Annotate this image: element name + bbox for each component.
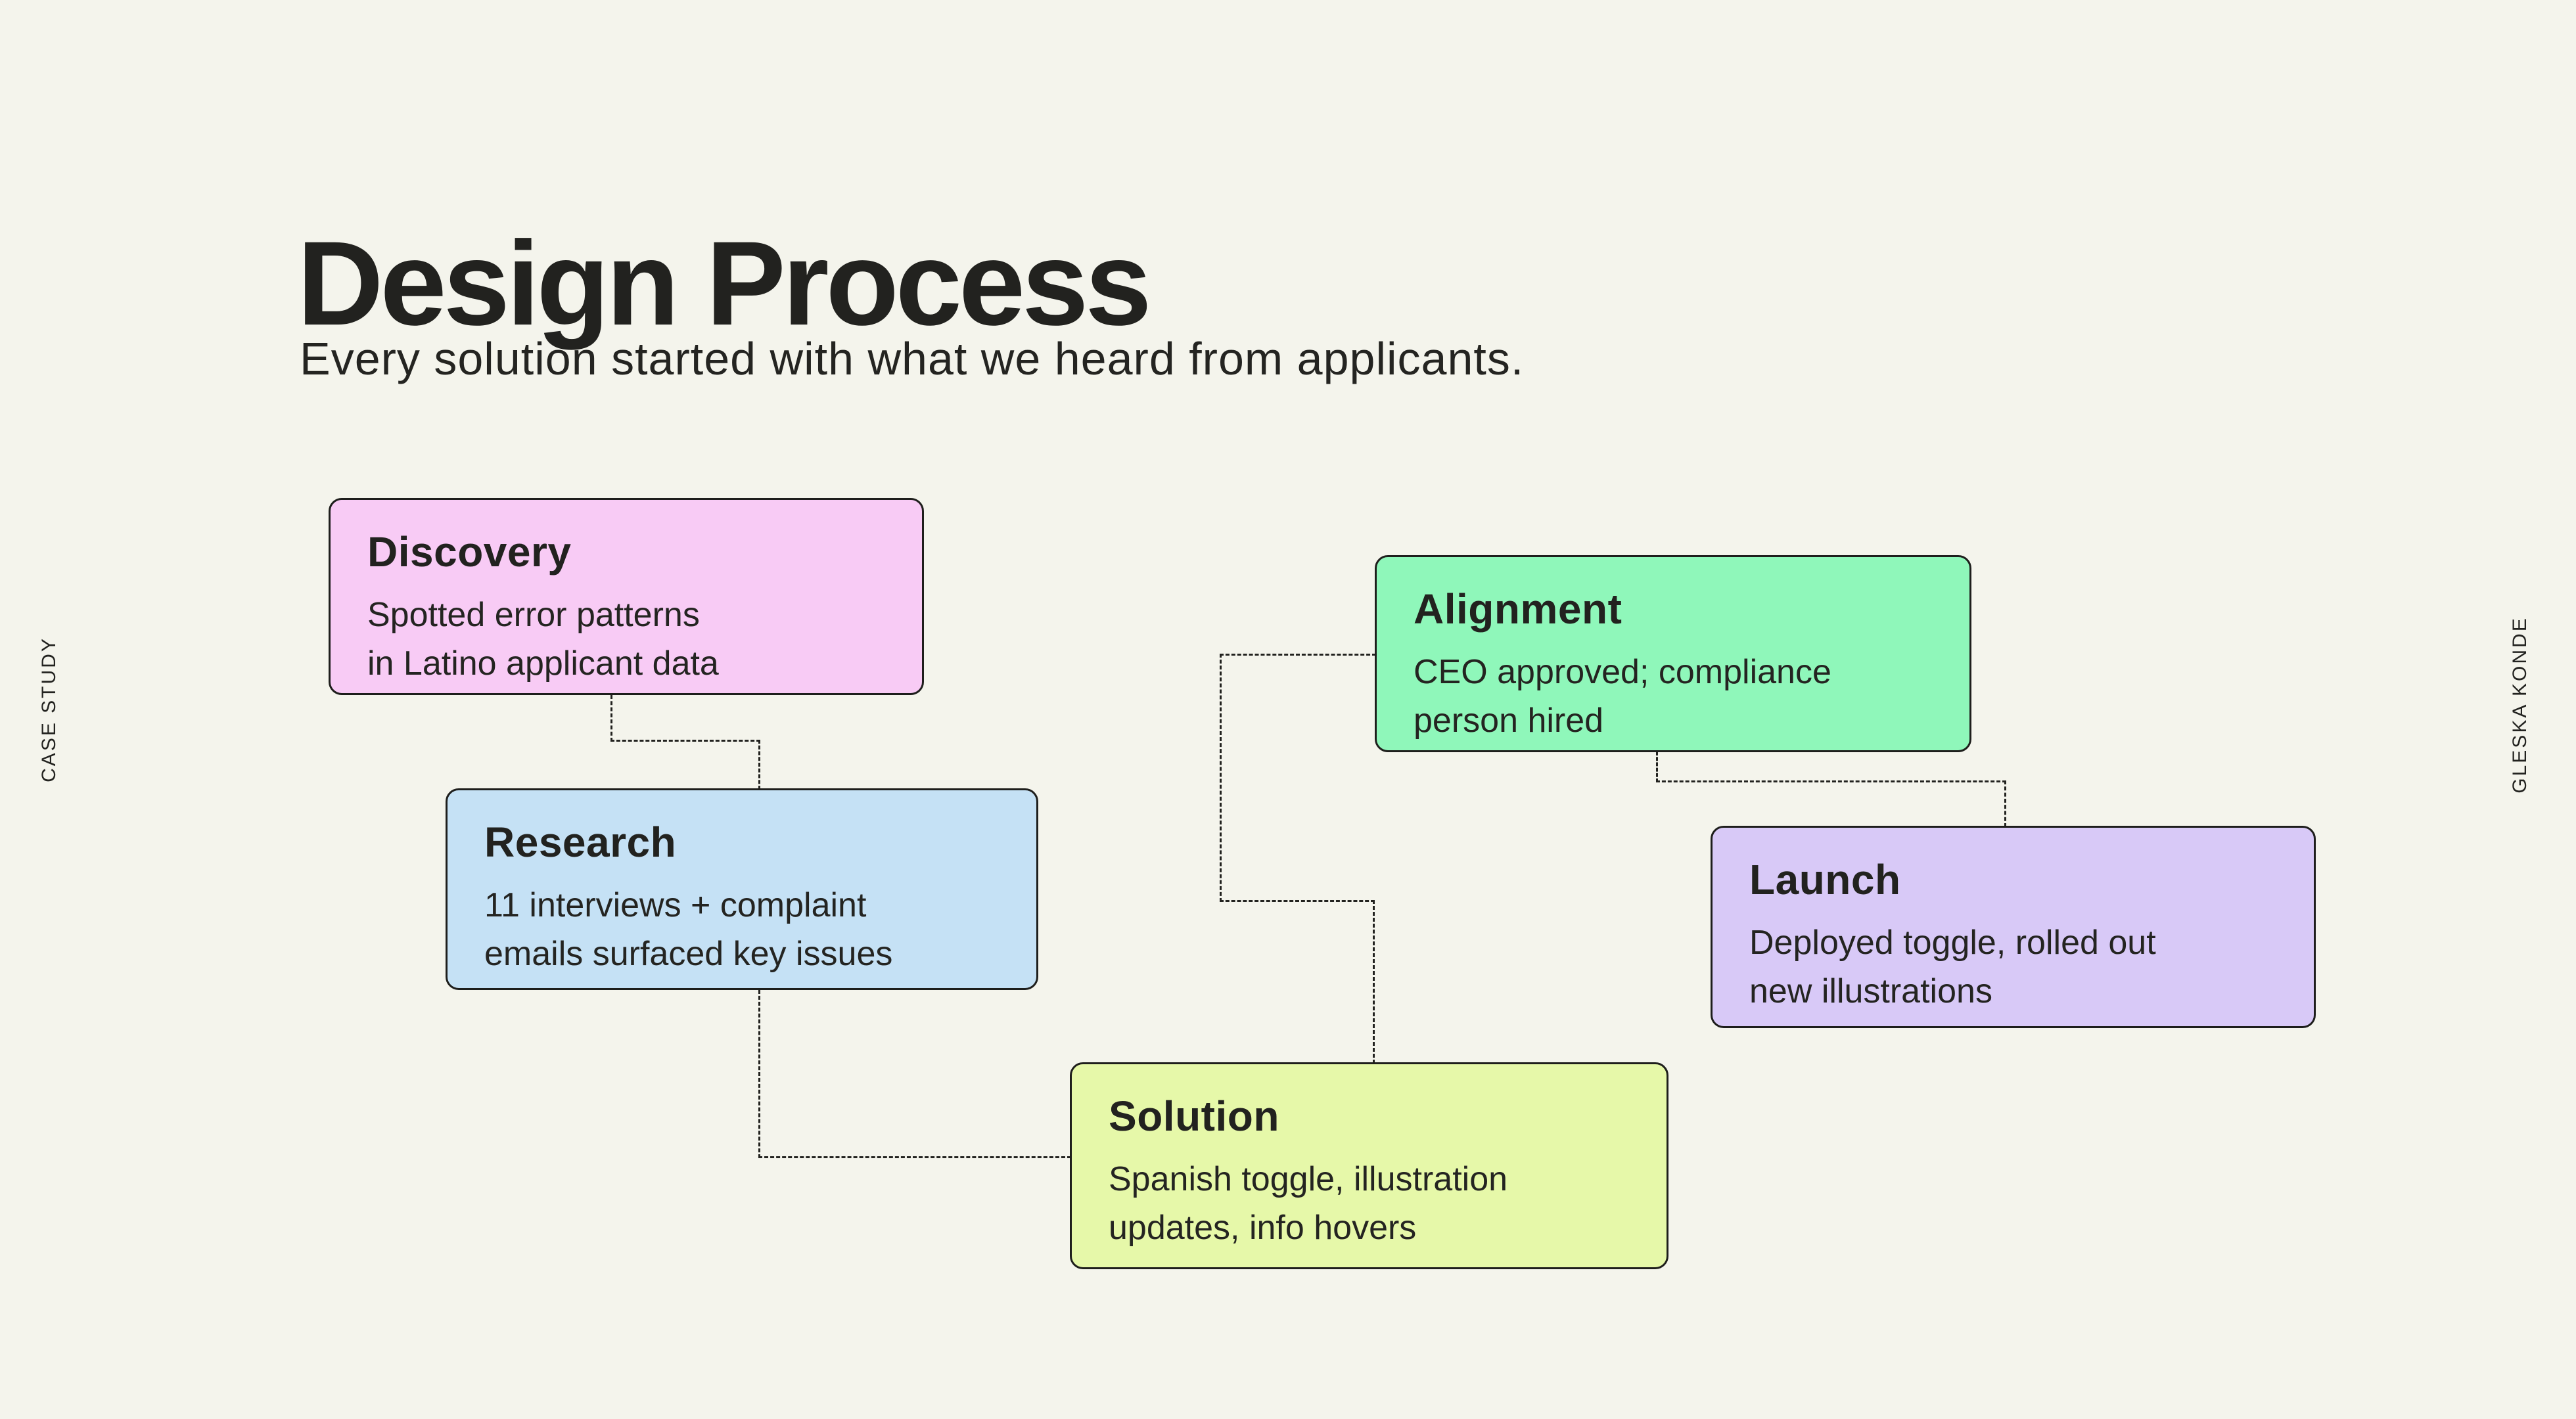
connector-solution-alignment-v2 bbox=[1373, 900, 1375, 1064]
card-research-title: Research bbox=[484, 819, 677, 866]
card-discovery-title: Discovery bbox=[367, 528, 572, 575]
connector-solution-alignment-h1 bbox=[1220, 654, 1376, 656]
card-launch-title: Launch bbox=[1749, 856, 1901, 903]
connector-discovery-research-v1 bbox=[610, 695, 612, 742]
connector-discovery-research-v2 bbox=[758, 740, 760, 790]
card-research: Research 11 interviews + complaint email… bbox=[446, 788, 1038, 990]
card-solution-body: Spanish toggle, illustration updates, in… bbox=[1109, 1160, 1508, 1247]
card-launch-body: Deployed toggle, rolled out new illustra… bbox=[1749, 924, 2156, 1010]
connector-research-solution-v bbox=[758, 990, 760, 1158]
connector-solution-alignment-v1 bbox=[1220, 654, 1222, 902]
connector-alignment-launch-v2 bbox=[2004, 780, 2006, 827]
page-title: Design Process bbox=[297, 215, 1152, 350]
connector-discovery-research-h bbox=[610, 740, 760, 742]
connector-alignment-launch-h bbox=[1656, 780, 2006, 782]
page-subtitle: Every solution started with what we hear… bbox=[300, 333, 1525, 384]
card-alignment: Alignment CEO approved; compliance perso… bbox=[1375, 555, 1971, 752]
side-label-author: GLESKA KONDE bbox=[2509, 616, 2531, 794]
card-discovery: Discovery Spotted error patterns in Lati… bbox=[329, 498, 924, 695]
card-research-body: 11 interviews + complaint emails surface… bbox=[484, 886, 893, 973]
card-alignment-body: CEO approved; compliance person hired bbox=[1414, 653, 1831, 740]
card-solution: Solution Spanish toggle, illustration up… bbox=[1070, 1062, 1668, 1269]
side-label-case-study: CASE STUDY bbox=[38, 637, 60, 782]
card-alignment-title: Alignment bbox=[1414, 585, 1622, 633]
connector-research-solution-h bbox=[758, 1156, 1071, 1158]
connector-alignment-launch-v1 bbox=[1656, 752, 1658, 782]
card-launch: Launch Deployed toggle, rolled out new i… bbox=[1711, 826, 2316, 1028]
card-discovery-body: Spotted error patterns in Latino applica… bbox=[367, 596, 719, 683]
card-solution-title: Solution bbox=[1109, 1092, 1279, 1140]
connector-solution-alignment-h2 bbox=[1220, 900, 1375, 902]
